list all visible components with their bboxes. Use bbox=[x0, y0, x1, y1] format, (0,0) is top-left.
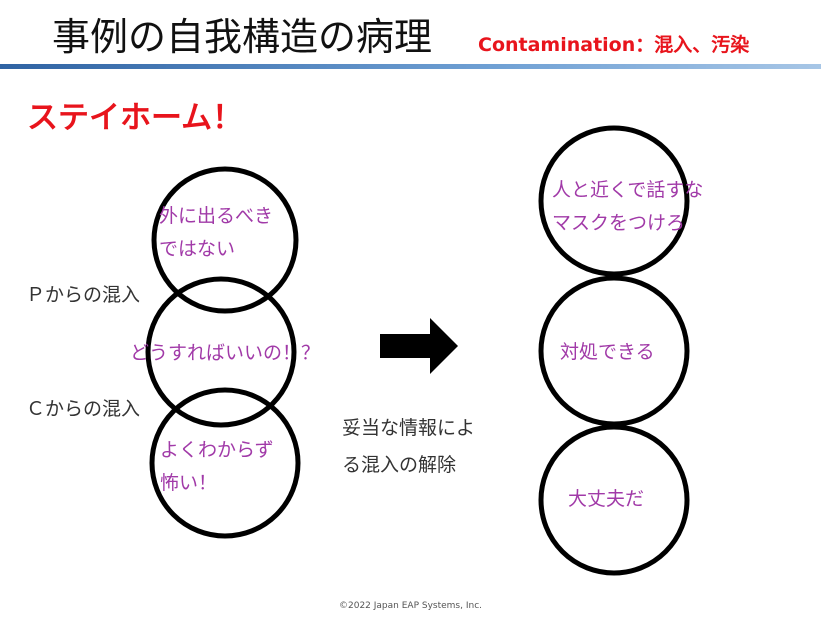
right-circle-adult-text: 対処できる bbox=[560, 336, 655, 369]
right-circle-adult bbox=[538, 275, 690, 427]
slide-subtitle: Contamination：混入、汚染 bbox=[478, 34, 750, 56]
headline-stay-home: ステイホーム！ bbox=[27, 100, 244, 136]
left-circle-adult-text: どうすればいいの！？ bbox=[130, 337, 320, 370]
decontamination-note: 妥当な情報によ る混入の解除 bbox=[342, 410, 522, 484]
title-divider bbox=[0, 64, 821, 69]
right-circle-child bbox=[538, 424, 690, 576]
left-circle-child-line-2: 怖い！ bbox=[160, 472, 218, 494]
left-circle-parent-line-1: 外に出るべき bbox=[159, 205, 274, 227]
c-contamination-label: Ｃからの混入 bbox=[26, 398, 141, 420]
left-circle-parent bbox=[151, 166, 299, 314]
left-circle-adult bbox=[145, 276, 297, 428]
right-circle-child-line-1: 大丈夫だ bbox=[568, 488, 645, 510]
right-arrow-icon bbox=[380, 318, 458, 374]
right-circle-parent-line-2: マスクをつけろ bbox=[552, 212, 686, 234]
left-circle-child-line-1: よくわからず bbox=[160, 439, 274, 461]
decontamination-note-line-2: る混入の解除 bbox=[342, 454, 457, 476]
copyright-footer: ©2022 Japan EAP Systems, Inc. bbox=[339, 601, 482, 611]
left-circle-adult-line-1: どうすればいいの！？ bbox=[130, 342, 321, 364]
left-circle-parent-text: 外に出るべき ではない bbox=[159, 200, 273, 266]
left-circle-parent-line-2: ではない bbox=[159, 238, 236, 260]
right-circle-parent-line-1: 人と近くで話すな bbox=[552, 179, 704, 201]
left-circle-child bbox=[149, 387, 301, 539]
right-circle-child-text: 大丈夫だ bbox=[568, 483, 644, 516]
p-contamination-label: Ｐからの混入 bbox=[26, 284, 141, 306]
slide-title: 事例の自我構造の病理 bbox=[52, 15, 433, 59]
right-circle-parent-text: 人と近くで話すな マスクをつけろ bbox=[552, 174, 703, 240]
left-circle-child-text: よくわからず 怖い！ bbox=[160, 434, 274, 500]
right-circle-parent bbox=[538, 125, 690, 277]
right-circle-adult-line-1: 対処できる bbox=[560, 341, 655, 363]
decontamination-note-line-1: 妥当な情報によ bbox=[342, 417, 476, 439]
